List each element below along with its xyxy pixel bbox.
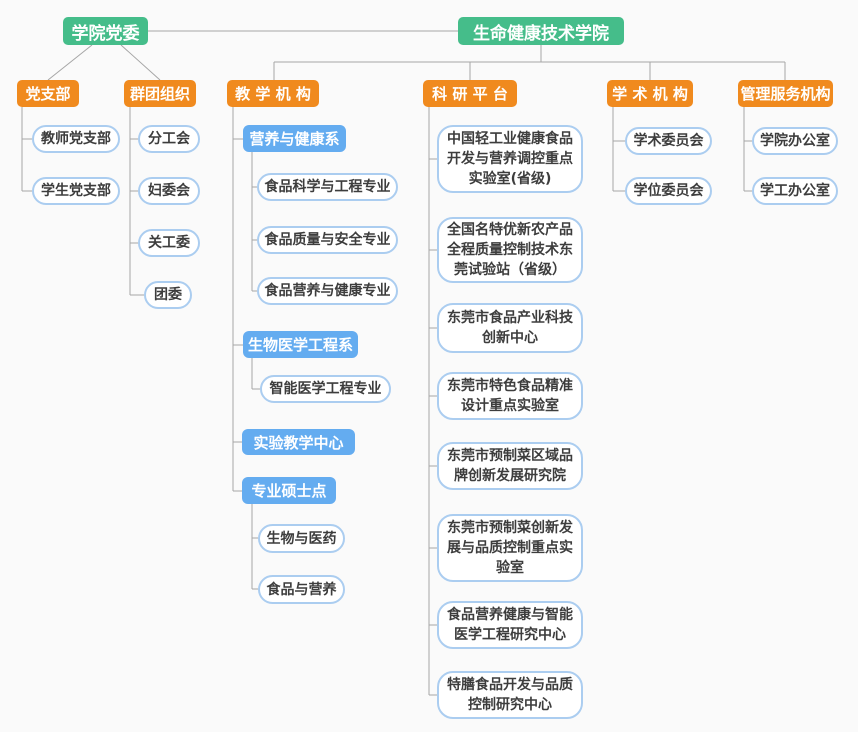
node-research-platforms: 科 研 平 台 <box>423 80 517 107</box>
node-lab-china-light-industry-healthy-food: 中国轻工业健康食品开发与营养调控重点实验室(省级) <box>437 125 583 193</box>
node-admin-service-organizations: 管理服务机构 <box>738 80 833 107</box>
node-experimental-teaching-center: 实验教学中心 <box>242 429 355 455</box>
node-women-committee: 妇委会 <box>138 177 200 205</box>
node-major-intelligent-medical-engineering: 智能医学工程专业 <box>260 375 391 403</box>
node-major-food-nutrition-health: 食品营养与健康专业 <box>257 277 398 305</box>
node-teaching-organizations: 教 学 机 构 <box>227 80 319 107</box>
node-academic-organizations: 学 术 机 构 <box>607 80 693 107</box>
node-dept-nutrition-health: 营养与健康系 <box>243 125 346 152</box>
node-teacher-party-branch: 教师党支部 <box>32 125 120 153</box>
node-youth-league-committee: 团委 <box>144 281 192 309</box>
node-degree-committee: 学位委员会 <box>625 177 712 205</box>
node-lab-featured-food-precision-design: 东莞市特色食品精准设计重点实验室 <box>437 372 583 420</box>
node-care-next-generation-committee: 关工委 <box>138 229 200 257</box>
node-center-special-food-development: 特膳食品开发与品质控制研究中心 <box>437 671 583 719</box>
node-center-food-industry-tech-innovation: 东莞市食品产业科技创新中心 <box>437 303 583 353</box>
node-labor-union: 分工会 <box>138 125 200 153</box>
node-major-food-science-engineering: 食品科学与工程专业 <box>257 173 398 201</box>
node-college-name: 生命健康技术学院 <box>458 17 624 45</box>
node-party-branches: 党支部 <box>17 80 79 107</box>
node-professional-masters-programs: 专业硕士点 <box>242 477 336 504</box>
node-lab-premade-dishes-innovation-quality: 东莞市预制菜创新发展与品质控制重点实验室 <box>437 514 583 582</box>
node-masters-biology-medicine: 生物与医药 <box>258 524 345 553</box>
node-dept-biomedical-engineering: 生物医学工程系 <box>243 331 358 358</box>
node-institute-premade-dishes-regional-brand: 东莞市预制菜区域品牌创新发展研究院 <box>437 442 583 490</box>
node-major-food-quality-safety: 食品质量与安全专业 <box>257 226 398 254</box>
node-mass-organizations: 群团组织 <box>124 80 196 107</box>
node-college-party-committee: 学院党委 <box>63 17 148 45</box>
node-college-office: 学院办公室 <box>752 127 838 155</box>
node-center-food-nutrition-intelligent-medical: 食品营养健康与智能医学工程研究中心 <box>437 601 583 649</box>
node-student-party-branch: 学生党支部 <box>32 177 120 205</box>
node-masters-food-nutrition: 食品与营养 <box>258 575 345 604</box>
node-station-agri-product-quality-control: 全国名特优新农产品全程质量控制技术东莞试验站（省级） <box>437 217 583 283</box>
node-student-affairs-office: 学工办公室 <box>752 177 838 205</box>
node-academic-committee: 学术委员会 <box>625 127 712 155</box>
